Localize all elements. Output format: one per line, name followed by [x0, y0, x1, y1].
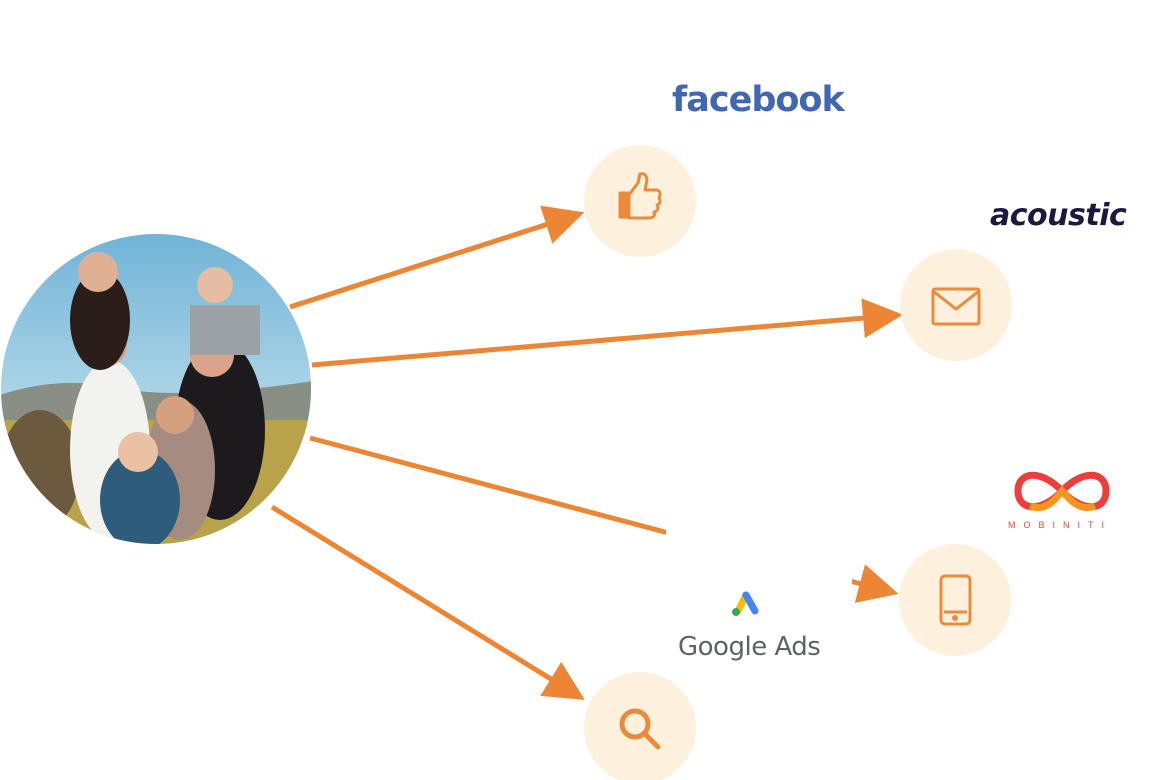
email-bubble: [900, 249, 1012, 361]
facebook-logo: facebook: [672, 80, 845, 120]
google-ads-logo: Google Ads: [678, 632, 821, 662]
thumbs-up-icon: [618, 172, 662, 220]
arrows: [270, 205, 903, 700]
google-ads-backdrop: [666, 527, 852, 667]
facebook-bubble: [584, 145, 696, 257]
envelope-icon: [931, 287, 981, 326]
search-icon: [619, 708, 661, 750]
mobiniti-logo-mark: [1014, 471, 1110, 511]
arrow-to-search: [270, 504, 585, 700]
arrow-to-facebook: [289, 205, 585, 310]
mobiniti-logo: MOBINITI: [1008, 520, 1112, 530]
arrow-to-email: [311, 298, 903, 368]
sms-bubble: [899, 544, 1011, 656]
phone-icon: [939, 574, 972, 626]
family-photo: [1, 234, 311, 544]
google-ads-logo-mark: [732, 591, 759, 616]
search-bubble: [584, 672, 696, 780]
acoustic-logo: acoustic: [990, 198, 1127, 233]
